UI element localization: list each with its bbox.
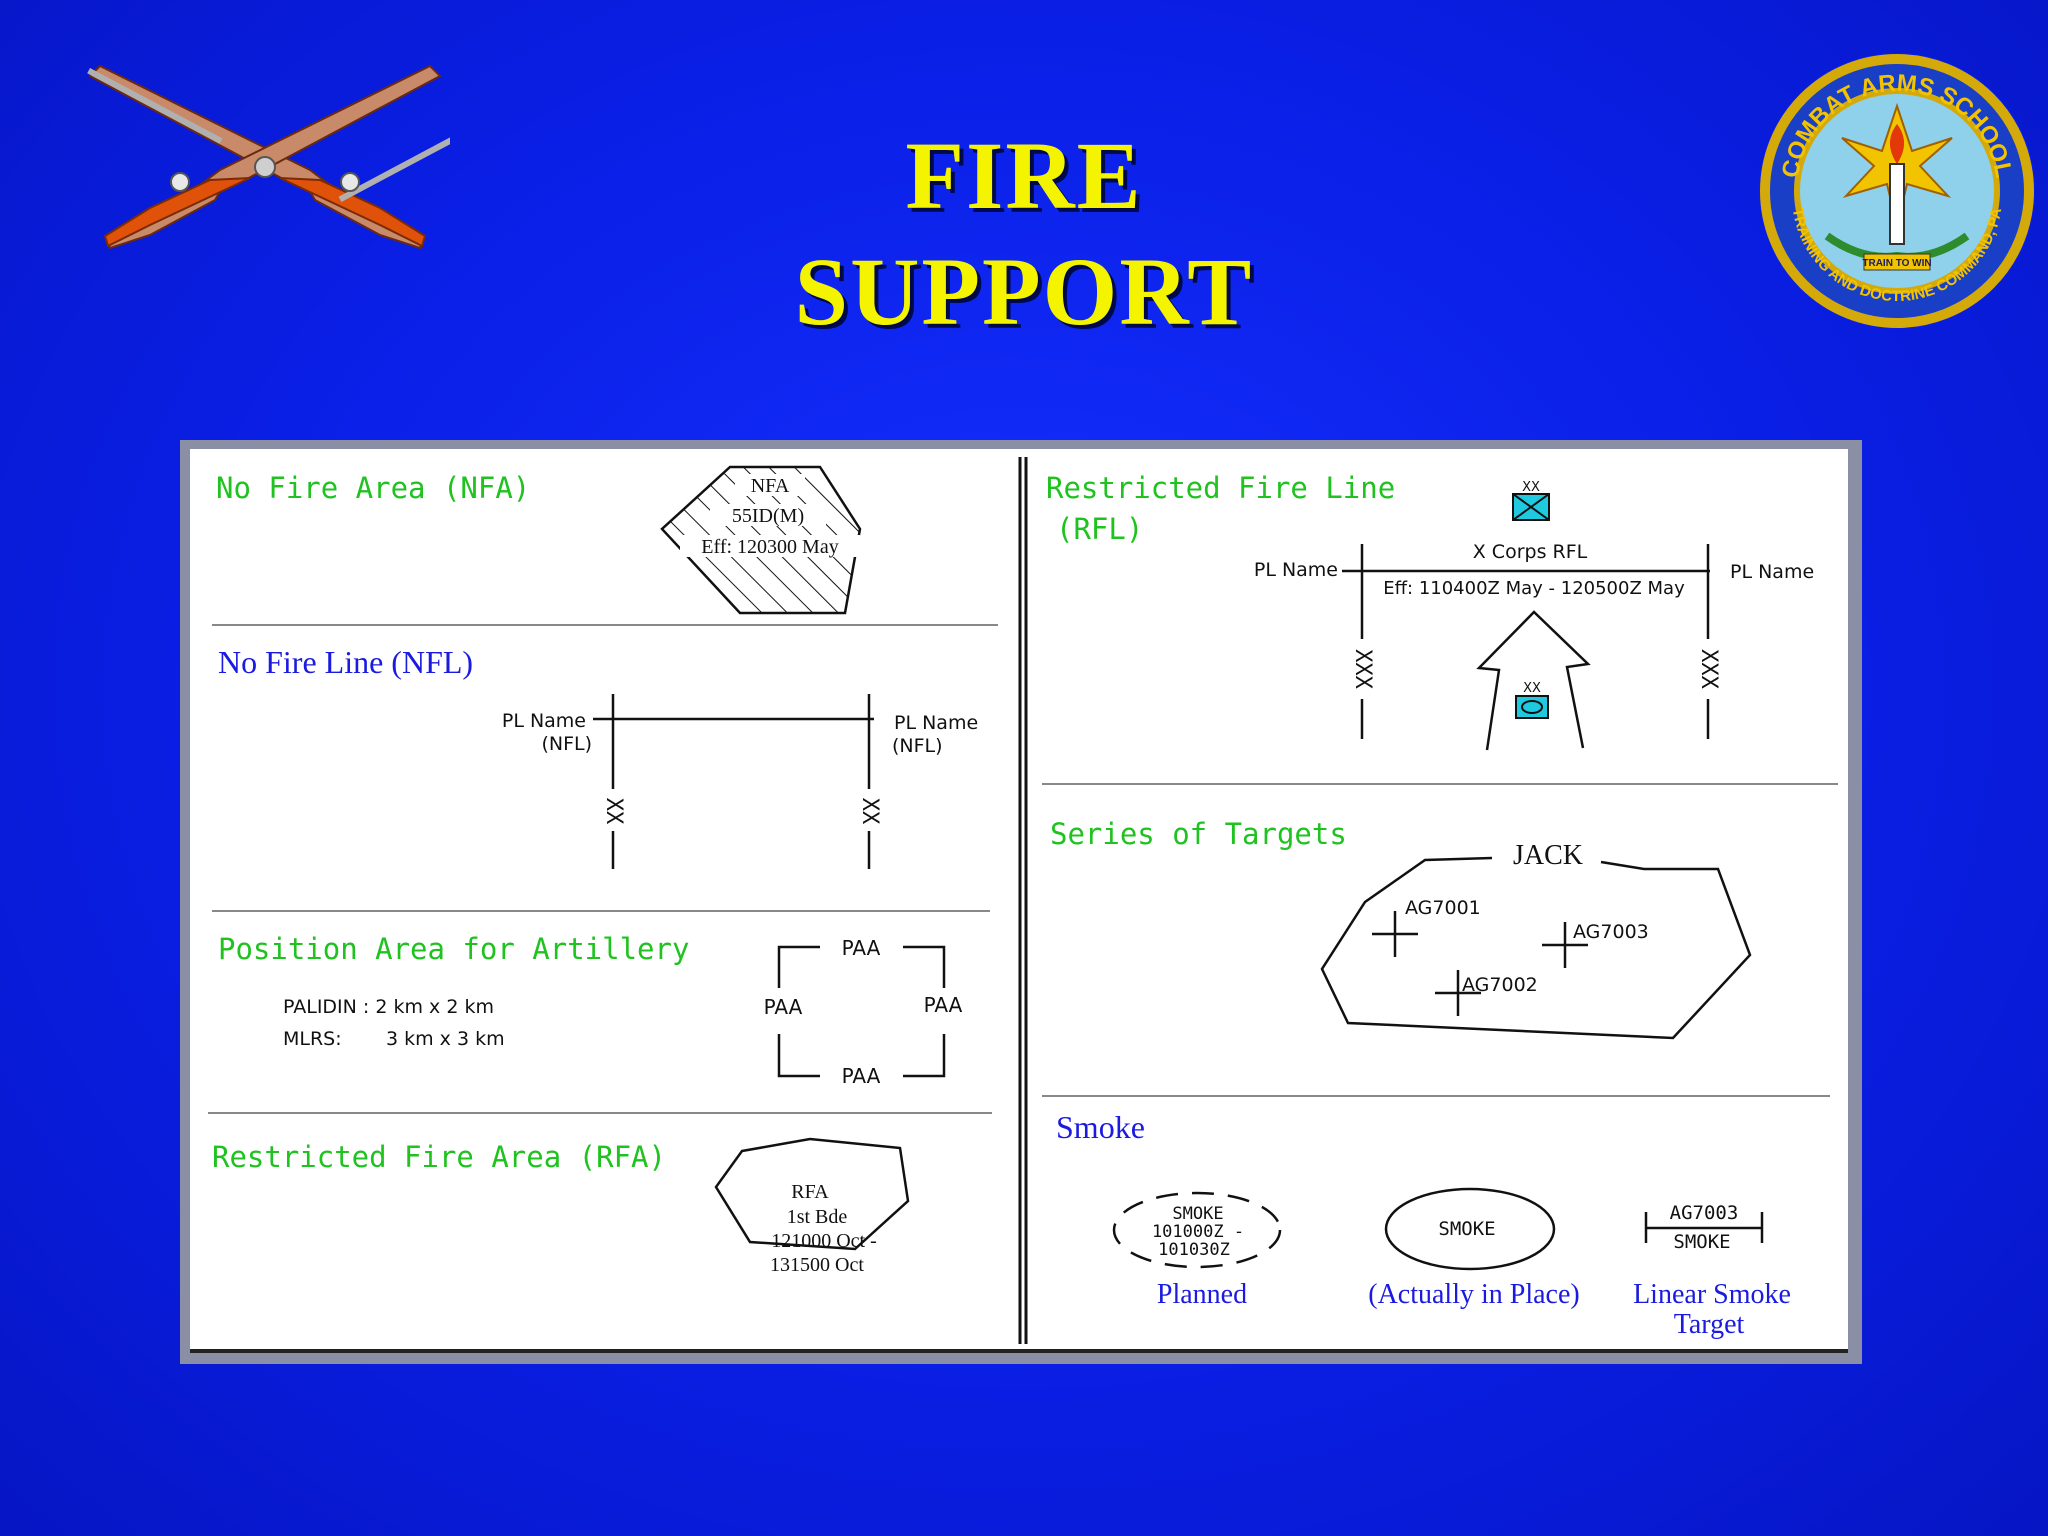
nfl-left-sub: (NFL) [541, 733, 592, 755]
linear-smoke-symbol [1644, 1212, 1764, 1243]
smoke-planned-start: 101000Z - [1152, 1222, 1244, 1242]
unit-symbol-top-icon: XX [1512, 480, 1550, 521]
nfa-label: NFA [751, 475, 790, 497]
paa-mlrs-value: 3 km x 3 km [386, 1028, 505, 1050]
axis-of-advance-arrow [1476, 610, 1591, 751]
nfl-heading: No Fire Line (NFL) [218, 644, 473, 680]
rfl-right-name: PL Name [1730, 561, 1814, 583]
unit-top-echelon: XX [1522, 480, 1540, 495]
rfl-left-boundary: XXX [1350, 649, 1375, 689]
smoke-heading: Smoke [1056, 1109, 1145, 1145]
rfa-unit: 1st Bde [787, 1206, 848, 1228]
smoke-planned-caption: Planned [1157, 1279, 1247, 1310]
nfa-heading: No Fire Area (NFA) [216, 471, 530, 505]
rfl-heading: Restricted Fire Line [1046, 471, 1395, 505]
linear-smoke-caption-2: Target [1674, 1309, 1745, 1340]
series-name: JACK [1513, 840, 1583, 871]
rfl-left-name: PL Name [1254, 559, 1338, 581]
nfl-left-name: PL Name [502, 710, 586, 732]
nfl-right-sub: (NFL) [892, 735, 943, 757]
rfl-heading-sub: (RFL) [1056, 512, 1143, 546]
paa-palidin: PALIDIN : 2 km x 2 km [283, 996, 494, 1018]
rifle-right-icon [103, 64, 450, 250]
torch-icon [1841, 102, 1953, 245]
combat-arms-school-seal: COMBAT ARMS SCHOOL TRAINING AND DOCTRINE… [1759, 53, 2035, 329]
target-3-label: AG7003 [1573, 921, 1649, 943]
linear-smoke-label: SMOKE [1673, 1231, 1730, 1253]
rfa-end: 131500 Oct [770, 1254, 864, 1276]
smoke-planned-symbol [1112, 1191, 1282, 1269]
smoke-actual-label: SMOKE [1438, 1218, 1495, 1240]
title-line-1: FIRE [905, 122, 1143, 229]
target-1-label: AG7001 [1405, 897, 1481, 919]
paa-bottom: PAA [842, 1064, 881, 1088]
target-1-icon [1372, 911, 1418, 957]
target-3-icon [1542, 922, 1588, 968]
slide-title: FIRE SUPPORT [0, 118, 2048, 350]
rfl-right-boundary: XXX [1696, 649, 1721, 689]
linear-smoke-target: AG7003 [1670, 1202, 1739, 1224]
rfl-effective: Eff: 110400Z May - 120500Z May [1383, 578, 1685, 599]
series-boundary [1320, 856, 1752, 1040]
seal-ribbon-text: TRAIN TO WIN [1862, 258, 1931, 269]
nfl-left-boundary: XX [601, 798, 626, 825]
paa-top: PAA [842, 936, 881, 960]
nfa-unit: 55ID(M) [732, 505, 804, 527]
smoke-planned-end: 101030Z [1158, 1240, 1230, 1260]
linear-smoke-caption-1: Linear Smoke [1633, 1279, 1791, 1310]
targets-heading: Series of Targets [1050, 817, 1347, 851]
unit-bottom-echelon: XX [1523, 681, 1541, 696]
paa-right: PAA [924, 993, 963, 1017]
rfl-top-label: X Corps RFL [1473, 541, 1588, 563]
target-2-icon [1435, 970, 1481, 1016]
smoke-actual-symbol [1384, 1187, 1556, 1271]
rfa-label: RFA [791, 1181, 829, 1203]
paa-left: PAA [764, 995, 803, 1019]
paa-heading: Position Area for Artillery [218, 932, 689, 966]
paa-mlrs-label: MLRS: [283, 1028, 342, 1050]
nfa-effective: Eff: 120300 May [701, 536, 838, 558]
nfl-right-name: PL Name [894, 712, 978, 734]
fire-support-diagram: No Fire Area (NFA) NFA 55ID(M) Eff: 1203… [208, 457, 1838, 1344]
smoke-planned-label: SMOKE [1172, 1204, 1223, 1224]
nfl-right-boundary: XX [857, 798, 882, 825]
fire-support-panel: No Fire Area (NFA) NFA 55ID(M) Eff: 1203… [190, 449, 1848, 1353]
target-2-label: AG7002 [1462, 974, 1538, 996]
smoke-actual-caption: (Actually in Place) [1368, 1279, 1579, 1310]
rfa-symbol [714, 1137, 910, 1251]
title-line-2: SUPPORT [794, 238, 1254, 345]
crossed-rifles-insignia [87, 64, 450, 250]
unit-symbol-bottom-icon: XX [1515, 681, 1549, 719]
rfa-heading: Restricted Fire Area (RFA) [212, 1140, 666, 1174]
paa-symbol [777, 945, 946, 1078]
rfa-start: 121000 Oct - [771, 1230, 877, 1252]
